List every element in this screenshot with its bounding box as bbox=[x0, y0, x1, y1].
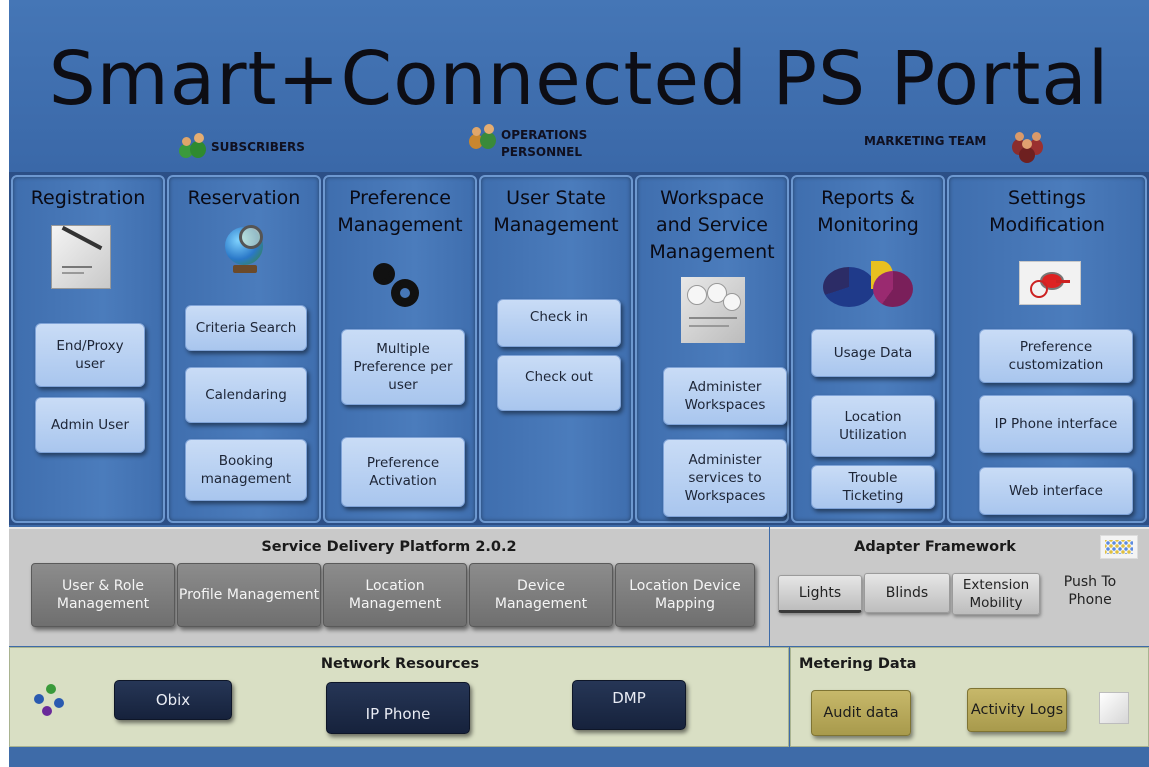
globe-magnifier-icon bbox=[221, 223, 267, 275]
obix-button[interactable]: Obix bbox=[114, 680, 232, 720]
web-interface-button[interactable]: Web interface bbox=[979, 467, 1133, 515]
dmp-button[interactable]: DMP bbox=[572, 680, 686, 730]
multiple-preference-per-user-button[interactable]: Multiple Preference per user bbox=[341, 329, 465, 405]
page-title: Smart+Connected PS Portal bbox=[48, 36, 1110, 122]
bottom-strip bbox=[9, 747, 1149, 767]
network-resources: Network Resources Obix IP Phone DMP bbox=[9, 647, 789, 747]
role-operations-line1: OPERATIONS bbox=[501, 128, 588, 142]
functional-modules: Registration End/Proxy user Admin User R… bbox=[9, 173, 1149, 525]
end-proxy-user-button[interactable]: End/Proxy user bbox=[35, 323, 145, 387]
adapter-framework: Adapter Framework Lights Blinds Extensio… bbox=[770, 527, 1149, 646]
network-resources-title: Network Resources bbox=[320, 656, 480, 672]
administer-workspaces-button[interactable]: Administer Workspaces bbox=[663, 367, 787, 425]
check-in-button[interactable]: Check in bbox=[497, 299, 621, 347]
activity-logs-button[interactable]: Activity Logs bbox=[967, 688, 1067, 732]
role-marketing-team: MARKETING TEAM bbox=[864, 134, 987, 148]
location-device-mapping-button[interactable]: Location Device Mapping bbox=[615, 563, 755, 627]
column-reports-monitoring: Reports &Monitoring Usage Data Location … bbox=[791, 175, 945, 523]
push-to-phone-button[interactable]: Push To Phone bbox=[1063, 574, 1117, 608]
column-title: Reports &Monitoring bbox=[817, 187, 919, 236]
check-out-button[interactable]: Check out bbox=[497, 355, 621, 411]
role-operations-line2: PERSONNEL bbox=[501, 145, 583, 159]
location-management-button[interactable]: Location Management bbox=[323, 563, 467, 627]
grid-dots-icon bbox=[1100, 535, 1138, 559]
trouble-ticketing-button[interactable]: Trouble Ticketing bbox=[811, 465, 935, 509]
role-operations-personnel: OPERATIONS PERSONNEL bbox=[501, 127, 587, 161]
admin-user-button[interactable]: Admin User bbox=[35, 397, 145, 453]
people-orange-icon bbox=[467, 122, 497, 152]
criteria-search-button[interactable]: Criteria Search bbox=[185, 305, 307, 351]
column-registration: Registration End/Proxy user Admin User bbox=[11, 175, 165, 523]
blinds-button[interactable]: Blinds bbox=[864, 573, 950, 613]
extension-mobility-button[interactable]: Extension Mobility bbox=[952, 573, 1040, 615]
people-red-icon bbox=[1009, 123, 1047, 163]
metering-data-title: Metering Data bbox=[799, 656, 917, 672]
gears-icon bbox=[369, 261, 425, 311]
service-delivery-platform: Service Delivery Platform 2.0.2 User & R… bbox=[9, 527, 769, 646]
pie-chart-icon bbox=[821, 261, 917, 311]
people-green-icon bbox=[177, 132, 207, 162]
portal-header: Smart+Connected PS Portal SUBSCRIBERS OP… bbox=[9, 0, 1149, 174]
profile-management-button[interactable]: Profile Management bbox=[177, 563, 321, 627]
preference-customization-button[interactable]: Preference customization bbox=[979, 329, 1133, 383]
administer-services-button[interactable]: Administer services to Workspaces bbox=[663, 439, 787, 517]
user-role-management-button[interactable]: User & Role Management bbox=[31, 563, 175, 627]
column-title: Registration bbox=[30, 187, 146, 209]
ip-phone-button[interactable]: IP Phone bbox=[326, 682, 470, 734]
location-utilization-button[interactable]: Location Utilization bbox=[811, 395, 935, 457]
adapter-title: Adapter Framework bbox=[854, 539, 1016, 555]
sdp-title: Service Delivery Platform 2.0.2 bbox=[261, 539, 517, 555]
cube-icon bbox=[1099, 692, 1129, 724]
booking-management-button[interactable]: Booking management bbox=[185, 439, 307, 501]
role-subscribers: SUBSCRIBERS bbox=[211, 140, 305, 154]
network-molecule-icon bbox=[32, 682, 68, 718]
calendaring-button[interactable]: Calendaring bbox=[185, 367, 307, 423]
metering-data: Metering Data Audit data Activity Logs bbox=[790, 647, 1149, 747]
usage-data-button[interactable]: Usage Data bbox=[811, 329, 935, 377]
mouse-settings-icon bbox=[1019, 261, 1081, 305]
audit-data-button[interactable]: Audit data bbox=[811, 690, 911, 736]
column-title: Reservation bbox=[187, 187, 301, 209]
pen-document-icon bbox=[51, 225, 111, 289]
preference-activation-button[interactable]: Preference Activation bbox=[341, 437, 465, 507]
ip-phone-interface-button[interactable]: IP Phone interface bbox=[979, 395, 1133, 453]
lights-button[interactable]: Lights bbox=[778, 575, 862, 613]
device-management-button[interactable]: Device Management bbox=[469, 563, 613, 627]
blueprint-rolls-icon bbox=[681, 277, 745, 343]
column-reservation: Reservation Criteria Search Calendaring … bbox=[167, 175, 321, 523]
